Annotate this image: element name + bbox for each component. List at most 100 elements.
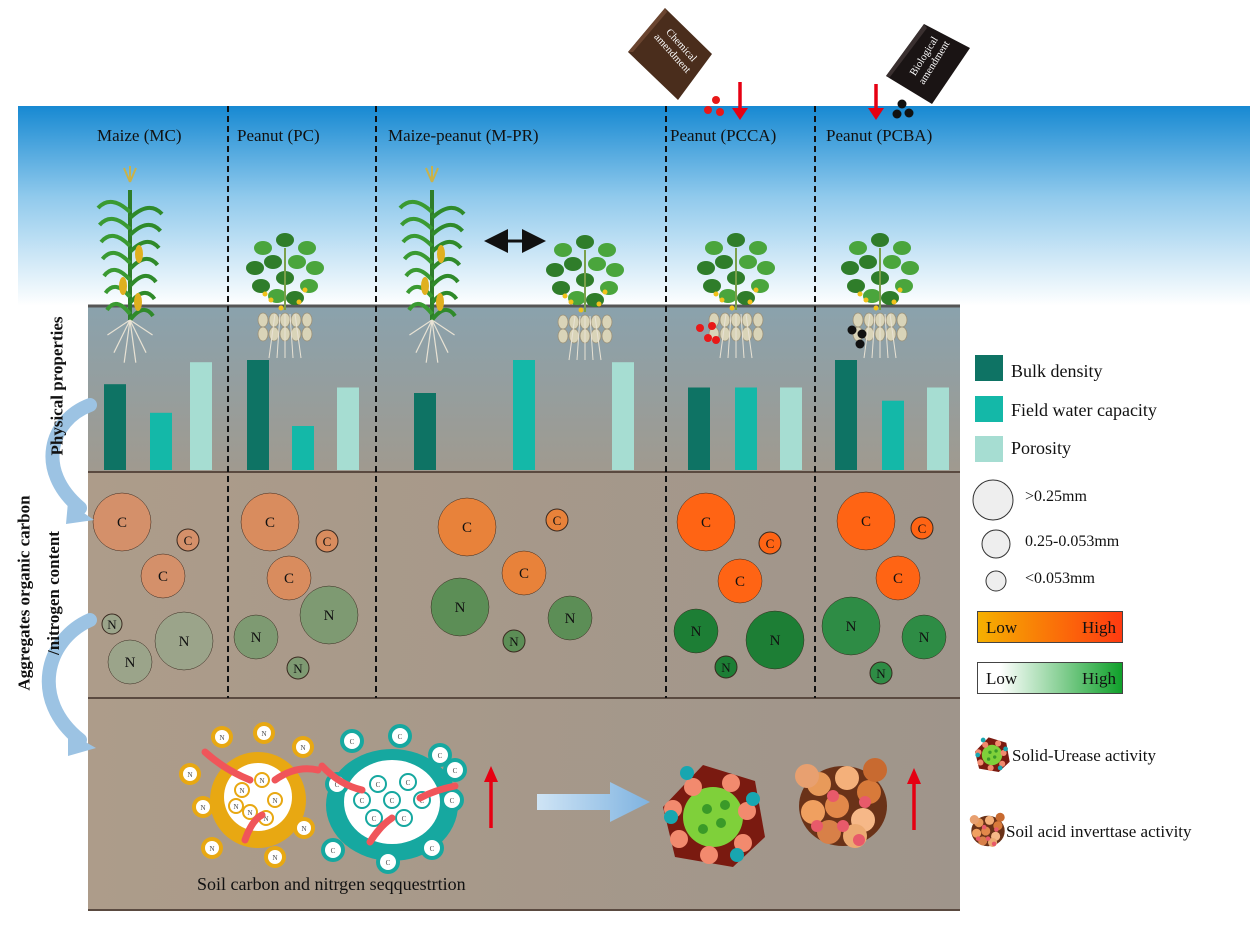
porosity-bar: [337, 387, 359, 470]
legend-size-medium: [981, 529, 1011, 559]
biological-amendment-bag: [886, 24, 970, 104]
carbon-aggregate: C: [717, 558, 763, 604]
bulk-density-bar: [247, 360, 269, 470]
legend-urease-label: Solid-Urease activity: [1012, 746, 1156, 765]
svg-text:N: N: [324, 608, 335, 624]
carbon-aggregate: C: [266, 555, 312, 601]
porosity-bar: [927, 387, 949, 470]
svg-text:C: C: [420, 797, 425, 805]
svg-text:N: N: [565, 611, 576, 627]
legend-size-small-label: <0.053mm: [1025, 570, 1095, 587]
svg-text:C: C: [553, 513, 562, 528]
carbon-aggregate: C: [437, 497, 497, 557]
svg-text:C: C: [265, 515, 275, 531]
legend-invertase-label: Soil acid inverttase activity: [1006, 822, 1192, 841]
chemical-particle: [696, 324, 704, 332]
inflow-arrow-icon: [201, 748, 254, 784]
nitrogen-scale-low: Low: [986, 669, 1018, 688]
svg-text:C: C: [438, 752, 443, 760]
svg-text:C: C: [284, 571, 294, 587]
legend-bulk-density: Bulk density: [1011, 361, 1103, 381]
nitrogen-aggregate: N: [673, 608, 719, 654]
nitrogen-scale: Low High: [977, 662, 1123, 694]
nitrogen-aggregate: N: [101, 613, 123, 635]
nitrogen-scale-high: High: [1082, 669, 1116, 688]
carbon-aggregate: C: [836, 491, 896, 551]
carbon-aggregate: C: [910, 516, 934, 540]
svg-text:N: N: [179, 634, 190, 650]
inflow-arrow-icon: [416, 782, 459, 802]
svg-text:N: N: [272, 854, 277, 862]
red-arrow-icon: [732, 82, 748, 120]
increase-arrow-icon: [907, 768, 921, 830]
side-label-aggregates: Aggregates organic carbon: [14, 495, 34, 691]
svg-text:N: N: [509, 634, 519, 649]
svg-text:N: N: [259, 777, 264, 785]
nitrogen-aggregate: N: [286, 656, 310, 680]
nitrogen-aggregate: N: [233, 614, 279, 660]
svg-text:C: C: [462, 520, 472, 536]
plants: [96, 166, 919, 363]
nitrogen-aggregate: N: [821, 596, 881, 656]
carbon-scale-low: Low: [986, 618, 1018, 637]
bulk-density-bar: [414, 393, 436, 470]
svg-text:C: C: [386, 859, 391, 867]
nitrogen-aggregate: N: [154, 611, 214, 671]
column-label-mc: Maize (MC): [97, 126, 182, 145]
svg-text:N: N: [187, 771, 192, 779]
svg-text:C: C: [158, 569, 168, 585]
svg-text:C: C: [450, 797, 455, 805]
carbon-aggregate: C: [758, 531, 782, 555]
svg-text:C: C: [430, 845, 435, 853]
svg-text:C: C: [918, 521, 927, 536]
svg-text:C: C: [893, 571, 903, 587]
svg-text:C: C: [453, 767, 458, 775]
inflow-arrow-icon: [271, 765, 322, 784]
legend-bulk-density-swatch: [975, 355, 1003, 381]
column-dividers: [227, 106, 816, 698]
svg-text:N: N: [125, 655, 136, 671]
svg-text:C: C: [323, 534, 332, 549]
legend-field-water-swatch: [975, 396, 1003, 422]
bulk-density-bar: [688, 387, 710, 470]
svg-text:C: C: [350, 738, 355, 746]
column-label-pcca: Peanut (PCCA): [670, 126, 777, 145]
svg-text:N: N: [261, 730, 266, 738]
legend-field-water-capacity: Field water capacity: [1011, 400, 1157, 420]
svg-text:C: C: [376, 781, 381, 789]
legend-porosity: Porosity: [1011, 438, 1072, 458]
legend-size-medium-label: 0.25-0.053mm: [1025, 533, 1120, 550]
chemical-particles: [704, 96, 724, 116]
inflow-arrow-icon: [318, 762, 366, 794]
legend-size-large: [972, 479, 1014, 521]
red-arrow-icon: [868, 84, 884, 120]
svg-text:N: N: [876, 666, 886, 681]
carbon-aggregate: C: [875, 555, 921, 601]
increase-arrow-icon: [484, 766, 498, 828]
carbon-aggregate: C: [501, 550, 547, 596]
svg-text:C: C: [766, 536, 775, 551]
svg-text:C: C: [402, 815, 407, 823]
svg-text:N: N: [293, 661, 303, 676]
svg-text:C: C: [701, 515, 711, 531]
urease-legend-icon: [975, 737, 1010, 772]
carbon-scale: Low High: [977, 611, 1123, 643]
field-water-capacity-bar: [735, 387, 757, 470]
carbon-aggregate: C: [676, 492, 736, 552]
column-label-pc: Peanut (PC): [237, 126, 320, 145]
carbon-aggregate: C: [315, 529, 339, 553]
svg-text:C: C: [390, 797, 395, 805]
chemical-particle: [712, 336, 720, 344]
svg-text:C: C: [184, 533, 193, 548]
biological-particle: [855, 339, 865, 349]
nitrogen-aggregate: N: [107, 639, 153, 685]
carbon-scale-high: High: [1082, 618, 1116, 637]
nitrogen-aggregate: N: [901, 614, 947, 660]
svg-text:N: N: [301, 825, 306, 833]
maize-plant-icon: [398, 166, 466, 363]
column-label-pcba: Peanut (PCBA): [826, 126, 933, 145]
biological-particle: [857, 329, 867, 339]
chemical-particle: [704, 334, 712, 342]
